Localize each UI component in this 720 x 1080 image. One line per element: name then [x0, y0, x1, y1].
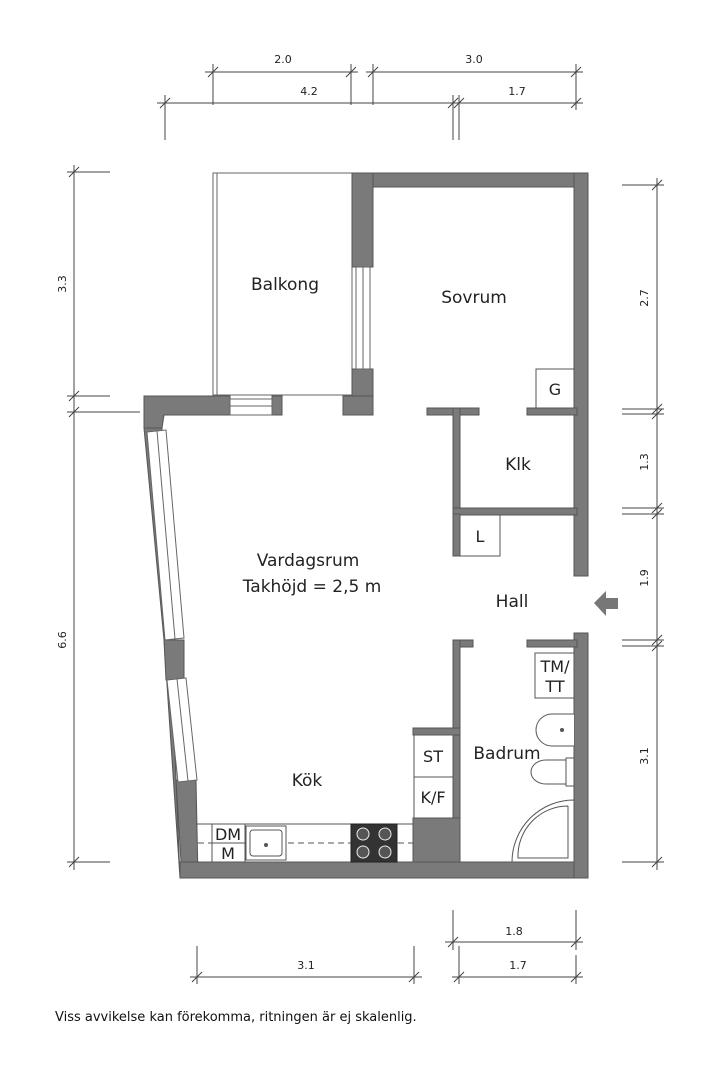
fixture-label-tt: TT [544, 677, 564, 696]
windows [146, 266, 371, 783]
dim-label-2-7: 2.7 [638, 289, 651, 307]
dimension-lines-bottom [190, 910, 583, 984]
fixture-label-st: ST [423, 747, 443, 766]
dim-label-1-8: 1.8 [505, 925, 523, 938]
fixture-label-m: M [221, 844, 235, 863]
dim-label-3-3: 3.3 [56, 275, 69, 293]
dim-label-3-1-bottom: 3.1 [297, 959, 315, 972]
dimension-lines-right [622, 178, 664, 870]
balcony-outline [212, 172, 353, 396]
fixture-label-l: L [476, 527, 485, 546]
ceiling-height-label: Takhöjd = 2,5 m [242, 577, 382, 597]
dim-label-4-2: 4.2 [300, 85, 318, 98]
dim-label-1-3: 1.3 [638, 453, 651, 471]
room-label-badrum: Badrum [473, 744, 540, 764]
disclaimer-text: Viss avvikelse kan förekomma, ritningen … [55, 1010, 417, 1025]
room-label-hall: Hall [496, 592, 529, 612]
room-label-vardagsrum: Vardagsrum [257, 551, 360, 571]
dim-label-3-0: 3.0 [465, 53, 483, 66]
room-label-sovrum: Sovrum [441, 288, 507, 308]
dimension-lines-top [157, 64, 583, 140]
fixtures [196, 368, 575, 863]
dim-label-3-1-right: 3.1 [638, 747, 651, 765]
dim-label-2-0: 2.0 [274, 53, 292, 66]
fixture-label-g: G [549, 380, 561, 399]
dim-label-1-7-bottom: 1.7 [509, 959, 527, 972]
dimension-lines-left [67, 165, 140, 870]
room-label-balkong: Balkong [251, 275, 319, 295]
fixture-label-kf: K/F [420, 788, 445, 807]
room-label-kok: Kök [292, 771, 323, 791]
room-label-klk: Klk [505, 455, 531, 475]
entrance-arrow-icon [594, 591, 618, 616]
walls [143, 172, 589, 879]
fixture-label-dm: DM [215, 825, 241, 844]
fixture-label-tm: TM/ [540, 657, 571, 676]
dim-label-1-9: 1.9 [638, 569, 651, 587]
dim-label-1-7-top: 1.7 [508, 85, 526, 98]
dim-label-6-6: 6.6 [56, 631, 69, 649]
